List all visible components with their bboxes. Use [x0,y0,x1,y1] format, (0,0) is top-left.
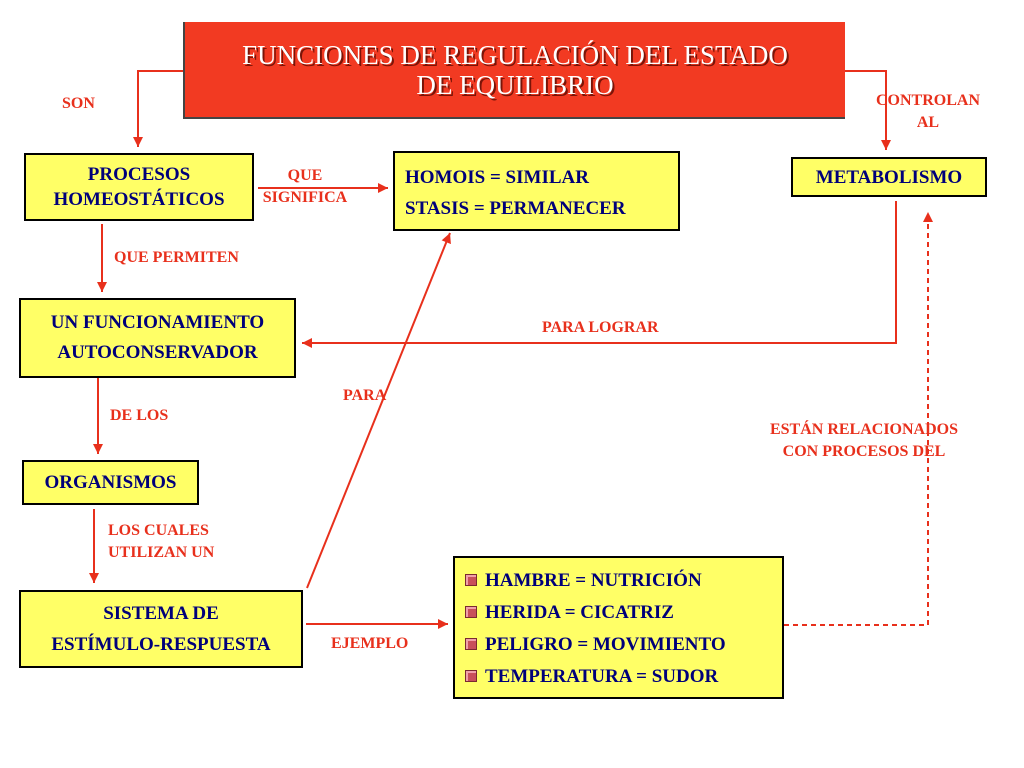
list-item-text: HERIDA = CICATRIZ [485,601,674,623]
node-text: STASIS = PERMANECER [405,198,626,219]
node-funcionamiento-autoconservador: UN FUNCIONAMIENTO AUTOCONSERVADOR [19,298,296,378]
arrow-sistema-to-homois [306,232,451,589]
node-text: UN FUNCIONAMIENTO [50,312,265,333]
label-de-los: DE LOS [110,407,169,424]
label-line: SIGNIFICA [262,189,348,206]
label-los-cuales: LOS CUALES UTILIZAN UN [108,520,214,564]
node-text: HOMEOSTÁTICOS [53,189,225,210]
label-estan-relacionados: ESTÁN RELACIONADOS CON PROCESOS DEL [734,419,994,463]
list-item-text: TEMPERATURA = SUDOR [485,665,719,687]
diagram-title: FUNCIONES DE REGULACIÓN DEL ESTADO DE EQ… [183,22,845,119]
list-item: TEMPERATURA = SUDOR [465,660,772,692]
node-text: HOMOIS = SIMILAR [405,167,589,188]
arrow-title-to-procesos [133,70,183,147]
label-son: SON [62,95,95,112]
list-item-text: HAMBRE = NUTRICIÓN [485,569,702,591]
arrow-ejemplos-to-metabolismo [784,212,933,626]
node-text: SISTEMA DE [103,603,219,624]
arrow-metabolismo-to-funcionamiento [302,201,897,348]
node-sistema-estimulo-respuesta: SISTEMA DE ESTÍMULO-RESPUESTA [19,590,303,668]
bullet-icon [465,574,477,586]
label-que-significa: QUE SIGNIFICA [250,165,360,209]
title-line-1: FUNCIONES DE REGULACIÓN DEL ESTADO [242,39,788,70]
label-controlan-al: CONTROLAN AL [858,90,998,134]
bullet-icon [465,606,477,618]
label-line: AL [916,114,940,131]
label-line: CONTROLAN [875,92,980,109]
label-line: LOS CUALES [108,522,209,539]
node-homois-stasis: HOMOIS = SIMILAR STASIS = PERMANECER [393,151,680,231]
label-que-permiten: QUE PERMITEN [114,249,239,266]
label-line: UTILIZAN UN [108,544,215,561]
label-line: QUE [287,167,323,184]
node-metabolismo: METABOLISMO [791,157,987,197]
label-para-lograr: PARA LOGRAR [542,319,659,336]
label-line: CON PROCESOS DEL [782,443,946,460]
list-item: HAMBRE = NUTRICIÓN [465,564,772,596]
node-text: ORGANISMOS [44,472,177,493]
bullet-icon [465,670,477,682]
node-text: ESTÍMULO-RESPUESTA [51,634,271,655]
label-para: PARA [343,387,387,404]
list-item: HERIDA = CICATRIZ [465,596,772,628]
node-text: METABOLISMO [815,166,963,188]
label-ejemplo: EJEMPLO [331,635,409,652]
node-organismos: ORGANISMOS [22,460,199,505]
arrow-title-to-metabolismo [845,70,891,150]
node-procesos-homeostaticos: PROCESOS HOMEOSTÁTICOS [24,153,254,221]
title-line-2: DE EQUILIBRIO [416,69,614,100]
node-text: PROCESOS [87,164,191,185]
label-line: ESTÁN RELACIONADOS [769,421,959,438]
list-item: PELIGRO = MOVIMIENTO [465,628,772,660]
node-ejemplos-list: HAMBRE = NUTRICIÓN HERIDA = CICATRIZ PEL… [453,556,784,699]
node-text: AUTOCONSERVADOR [57,342,258,363]
list-item-text: PELIGRO = MOVIMIENTO [485,633,726,655]
bullet-icon [465,638,477,650]
